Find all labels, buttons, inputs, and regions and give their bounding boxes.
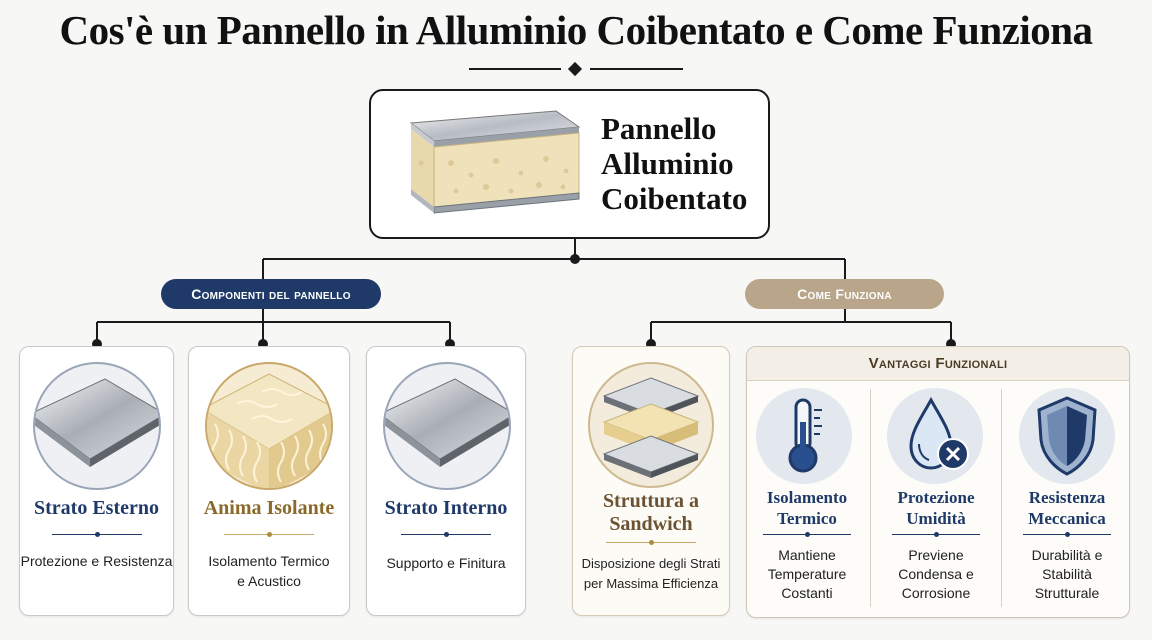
- root-title-line: Alluminio: [601, 146, 734, 181]
- description-line: Supporto e Finitura: [386, 555, 506, 571]
- sandwich-title-line: Struttura a: [602, 490, 700, 512]
- separator: [606, 540, 696, 545]
- description-line: Costanti: [781, 585, 833, 601]
- description-line: Mantiene: [778, 547, 836, 563]
- advantage-title: Isolamento Termico: [744, 487, 870, 529]
- how-it-works-branch-text: Come Funziona: [797, 286, 892, 302]
- water-drop-icon: [887, 388, 983, 484]
- sandwich-illustration: [588, 362, 714, 488]
- component-description: Protezione e Resistenza: [20, 551, 173, 571]
- shield-icon: [1019, 388, 1115, 484]
- component-card-outer-layer: Strato Esterno Protezione e Resistenza: [19, 346, 174, 616]
- separator: [224, 532, 314, 537]
- advantage-title-line: Termico: [777, 509, 837, 528]
- junction-dot: [570, 254, 580, 264]
- description-line: Stabilità: [1042, 566, 1092, 582]
- component-description: Supporto e Finitura: [367, 553, 525, 573]
- functional-advantages-card: Vantaggi Funzionali Isolamento Termico M…: [746, 346, 1130, 618]
- separator: [52, 532, 142, 537]
- column-divider: [1001, 389, 1002, 607]
- sandwich-title-line: Sandwich: [609, 513, 693, 535]
- root-title: Pannello Alluminio Coibentato: [601, 111, 747, 216]
- description-line: Condensa e: [898, 566, 974, 582]
- root-node: Pannello Alluminio Coibentato: [369, 89, 770, 239]
- thermometer-icon: [756, 388, 852, 484]
- advantages-header: Vantaggi Funzionali: [747, 347, 1129, 381]
- component-description: Isolamento Termico e Acustico: [189, 551, 349, 591]
- separator: [401, 532, 491, 537]
- outer-layer-illustration: [33, 362, 161, 490]
- advantage-description: Previene Condensa e Corrosione: [873, 546, 999, 603]
- panel-illustration: [409, 110, 581, 214]
- separator: [1023, 532, 1111, 537]
- separator: [763, 532, 851, 537]
- component-title: Strato Esterno: [34, 497, 159, 519]
- advantage-title: Resistenza Meccanica: [1004, 487, 1130, 529]
- description-line: Disposizione degli Strati: [581, 556, 721, 571]
- description-line: Corrosione: [901, 585, 971, 601]
- separator: [892, 532, 980, 537]
- how-it-works-branch-label: Come Funziona: [745, 279, 944, 309]
- description-line: Temperature: [767, 566, 847, 582]
- description-line: e Acustico: [237, 573, 301, 589]
- components-branch-text: Componenti del pannello: [191, 286, 351, 302]
- description-line: per Massima Efficienza: [583, 576, 719, 591]
- component-card-inner-layer: Strato Interno Supporto e Finitura: [366, 346, 526, 616]
- sandwich-description: Disposizione degli Strati per Massima Ef…: [573, 554, 729, 594]
- root-title-line: Pannello: [601, 111, 717, 146]
- inner-layer-illustration: [383, 362, 511, 490]
- advantage-title-line: Umidità: [906, 509, 966, 528]
- description-line: Strutturale: [1034, 585, 1100, 601]
- component-title: Strato Interno: [384, 497, 508, 519]
- column-divider: [870, 389, 871, 607]
- advantage-title: Protezione Umidità: [873, 487, 999, 529]
- components-branch-label: Componenti del pannello: [161, 279, 381, 309]
- root-title-line: Coibentato: [601, 181, 748, 216]
- page-title: Cos'è un Pannello in Alluminio Coibentat…: [59, 7, 1093, 53]
- advantage-title-line: Meccanica: [1028, 509, 1106, 528]
- advantage-title-line: Protezione: [897, 488, 975, 507]
- description-line: Durabilità e: [1031, 547, 1103, 563]
- sandwich-structure-card: Struttura a Sandwich Disposizione degli …: [572, 346, 730, 616]
- title-ornament-diamond: [567, 61, 583, 77]
- component-card-insulating-core: Anima Isolante Isolamento Termico e Acus…: [188, 346, 350, 616]
- description-line: Protezione e Resistenza: [20, 553, 173, 569]
- advantage-description: Mantiene Temperature Costanti: [744, 546, 870, 603]
- advantage-title-line: Isolamento: [766, 488, 848, 507]
- description-line: Isolamento Termico: [208, 553, 330, 569]
- insulating-core-illustration: [205, 362, 333, 490]
- sandwich-title: Struttura a Sandwich: [573, 490, 729, 536]
- advantage-description: Durabilità e Stabilità Strutturale: [1004, 546, 1130, 603]
- advantages-header-text: Vantaggi Funzionali: [868, 355, 1008, 372]
- component-title: Anima Isolante: [203, 497, 335, 519]
- description-line: Previene: [908, 547, 964, 563]
- advantage-title-line: Resistenza: [1028, 488, 1106, 507]
